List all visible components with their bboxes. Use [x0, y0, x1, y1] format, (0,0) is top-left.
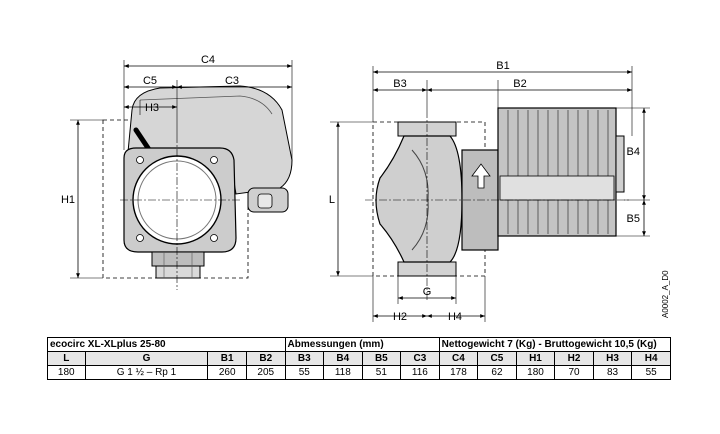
- header-cell: B4: [323, 351, 363, 366]
- value-cell: 55: [284, 365, 325, 380]
- value-cell: 178: [438, 365, 479, 380]
- dim-b3: B3: [393, 78, 406, 90]
- table-row: 180 G 1 ½ – Rp 1 260 205 55 118 51 116 1…: [47, 365, 671, 380]
- header-cell: B2: [245, 351, 286, 366]
- drawing-reference: A0002_A_D0: [661, 270, 670, 318]
- header-cell: L: [47, 351, 86, 366]
- table-header-row: L G B1 B2 B3 B4 B5 C3 C4 C5 H1 H2 H3 H4: [47, 351, 671, 366]
- dimensions-table: ecocirc XL-XLplus 25-80 Abmessungen (mm)…: [47, 337, 672, 380]
- value-cell: 118: [323, 365, 363, 380]
- value-cell: 55: [631, 365, 671, 380]
- value-cell: 51: [361, 365, 402, 380]
- header-cell: H1: [515, 351, 556, 366]
- weight-info: Nettogewicht 7 (Kg) - Bruttogewicht 10,5…: [438, 337, 672, 352]
- dim-h2: H2: [393, 311, 407, 323]
- dim-h1: H1: [61, 194, 75, 206]
- net-weight-value: 7 (Kg): [507, 339, 536, 350]
- value-cell: 70: [554, 365, 594, 380]
- header-cell: C4: [438, 351, 479, 366]
- dim-b1: B1: [496, 60, 509, 72]
- value-cell: 205: [245, 365, 286, 380]
- header-cell: C3: [400, 351, 440, 366]
- dimensions-label: Abmessungen (mm): [284, 337, 440, 352]
- dim-h4: H4: [448, 311, 462, 323]
- gross-weight-value: 10,5 (Kg): [614, 339, 657, 350]
- value-cell: G 1 ½ – Rp 1: [84, 365, 209, 380]
- dim-h3: H3: [145, 102, 159, 114]
- dim-l: L: [329, 194, 335, 206]
- dim-c5: C5: [143, 75, 157, 87]
- dim-b4: B4: [627, 146, 640, 158]
- value-cell: 83: [592, 365, 633, 380]
- header-cell: C5: [477, 351, 517, 366]
- value-cell: 116: [400, 365, 440, 380]
- value-cell: 180: [515, 365, 556, 380]
- value-cell: 260: [207, 365, 247, 380]
- gross-weight-label: Bruttogewicht: [544, 339, 612, 350]
- technical-drawing: C4 C5 C3 H3 H1: [61, 54, 670, 323]
- dim-g: G: [423, 286, 432, 298]
- dim-c4: C4: [201, 54, 215, 66]
- header-cell: B3: [284, 351, 325, 366]
- header-cell: H2: [554, 351, 594, 366]
- header-cell: B5: [361, 351, 402, 366]
- weight-separator: -: [535, 339, 545, 350]
- dim-b5: B5: [627, 213, 640, 225]
- model-name: ecocirc XL-XLplus 25-80: [47, 337, 286, 352]
- header-cell: H4: [631, 351, 671, 366]
- left-view: C4 C5 C3 H3 H1: [61, 54, 293, 290]
- header-cell: B1: [207, 351, 247, 366]
- net-weight-label: Nettogewicht: [441, 339, 505, 350]
- right-view: B1 B3 B2 B4 B5 L G H2 H4: [329, 60, 650, 323]
- header-cell: H3: [592, 351, 633, 366]
- table-title-row: ecocirc XL-XLplus 25-80 Abmessungen (mm)…: [47, 337, 672, 352]
- value-cell: 180: [47, 365, 86, 380]
- value-cell: 62: [477, 365, 517, 380]
- dim-b2: B2: [513, 78, 526, 90]
- header-cell: G: [84, 351, 209, 366]
- dim-c3: C3: [225, 75, 239, 87]
